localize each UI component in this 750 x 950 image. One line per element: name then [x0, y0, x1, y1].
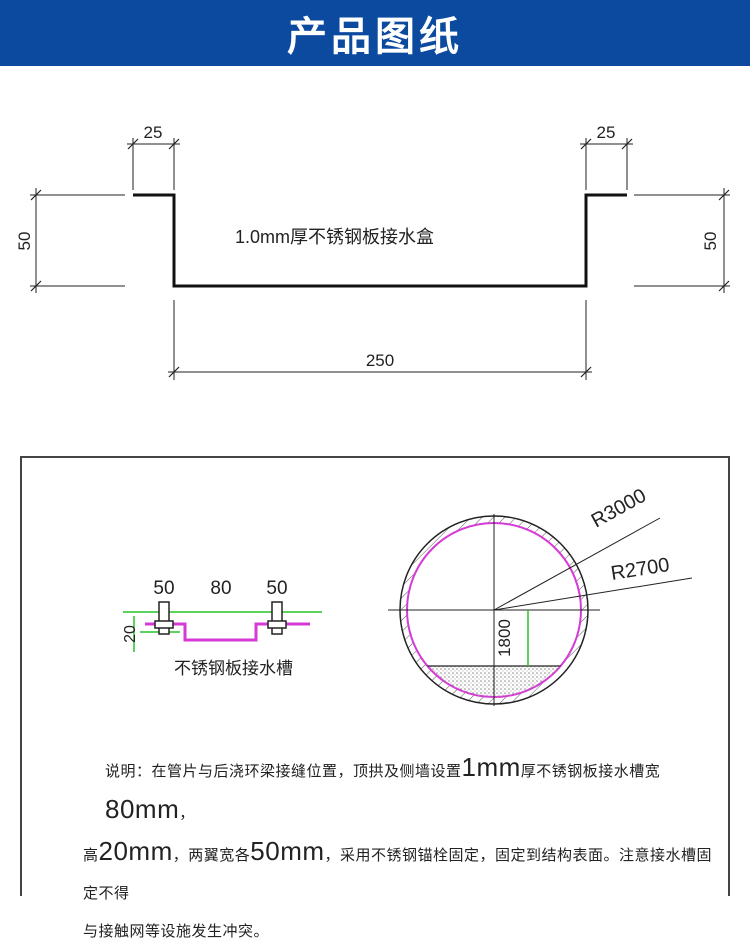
note-value-1: 1mm — [461, 752, 521, 782]
note-part-3: ， — [179, 804, 195, 822]
radius-outer-label: R3000 — [588, 485, 650, 533]
dim-channel-middle: 80 — [210, 578, 231, 599]
dim-height-1800: 1800 — [495, 619, 514, 657]
detail-frame — [20, 456, 730, 896]
box-profile — [133, 193, 627, 288]
note-part-5: ，两翼宽各 — [172, 846, 251, 864]
dim-left-flange: 25 — [144, 123, 163, 142]
radius-inner-label: R2700 — [609, 554, 671, 585]
header-banner: 产品图纸 — [0, 0, 750, 66]
channel-detail: 50 80 50 20 不锈钢板接水槽 — [122, 578, 322, 678]
note-value-3: 20mm — [98, 836, 173, 866]
tunnel-section-drawing: 50 80 50 20 不锈钢板接水槽 1800 R3000 R2700 — [122, 485, 693, 706]
tunnel-circle: 1800 R3000 R2700 — [388, 485, 693, 706]
page-title: 产品图纸 — [287, 14, 463, 60]
channel-profile — [145, 622, 310, 642]
dim-right-flange: 25 — [597, 123, 616, 142]
water-box-drawing: 25 25 50 50 250 1.0mm厚不锈钢板接水盒 — [15, 123, 730, 380]
dim-channel-height: 20 — [122, 625, 139, 643]
description-note: 说明：在管片与后浇环梁接缝位置，顶拱及侧墙设置1mm厚不锈钢板接水槽宽80mm，… — [83, 748, 718, 950]
box-label: 1.0mm厚不锈钢板接水盒 — [235, 227, 434, 247]
note-value-2: 80mm — [105, 794, 180, 824]
note-part-7: 与接触网等设施发生冲突。 — [83, 922, 270, 940]
dim-bottom-width: 250 — [366, 351, 394, 370]
note-value-4: 50mm — [250, 836, 325, 866]
note-part-2: 厚不锈钢板接水槽宽 — [520, 762, 661, 780]
channel-label: 不锈钢板接水槽 — [174, 659, 293, 678]
dim-left-height: 50 — [15, 232, 34, 251]
dim-right-height: 50 — [701, 232, 720, 251]
note-part-1: 说明：在管片与后浇环梁接缝位置，顶拱及侧墙设置 — [105, 762, 462, 780]
note-part-4: 高 — [83, 846, 99, 864]
dim-channel-right: 50 — [266, 578, 287, 599]
dim-channel-left: 50 — [153, 578, 174, 599]
